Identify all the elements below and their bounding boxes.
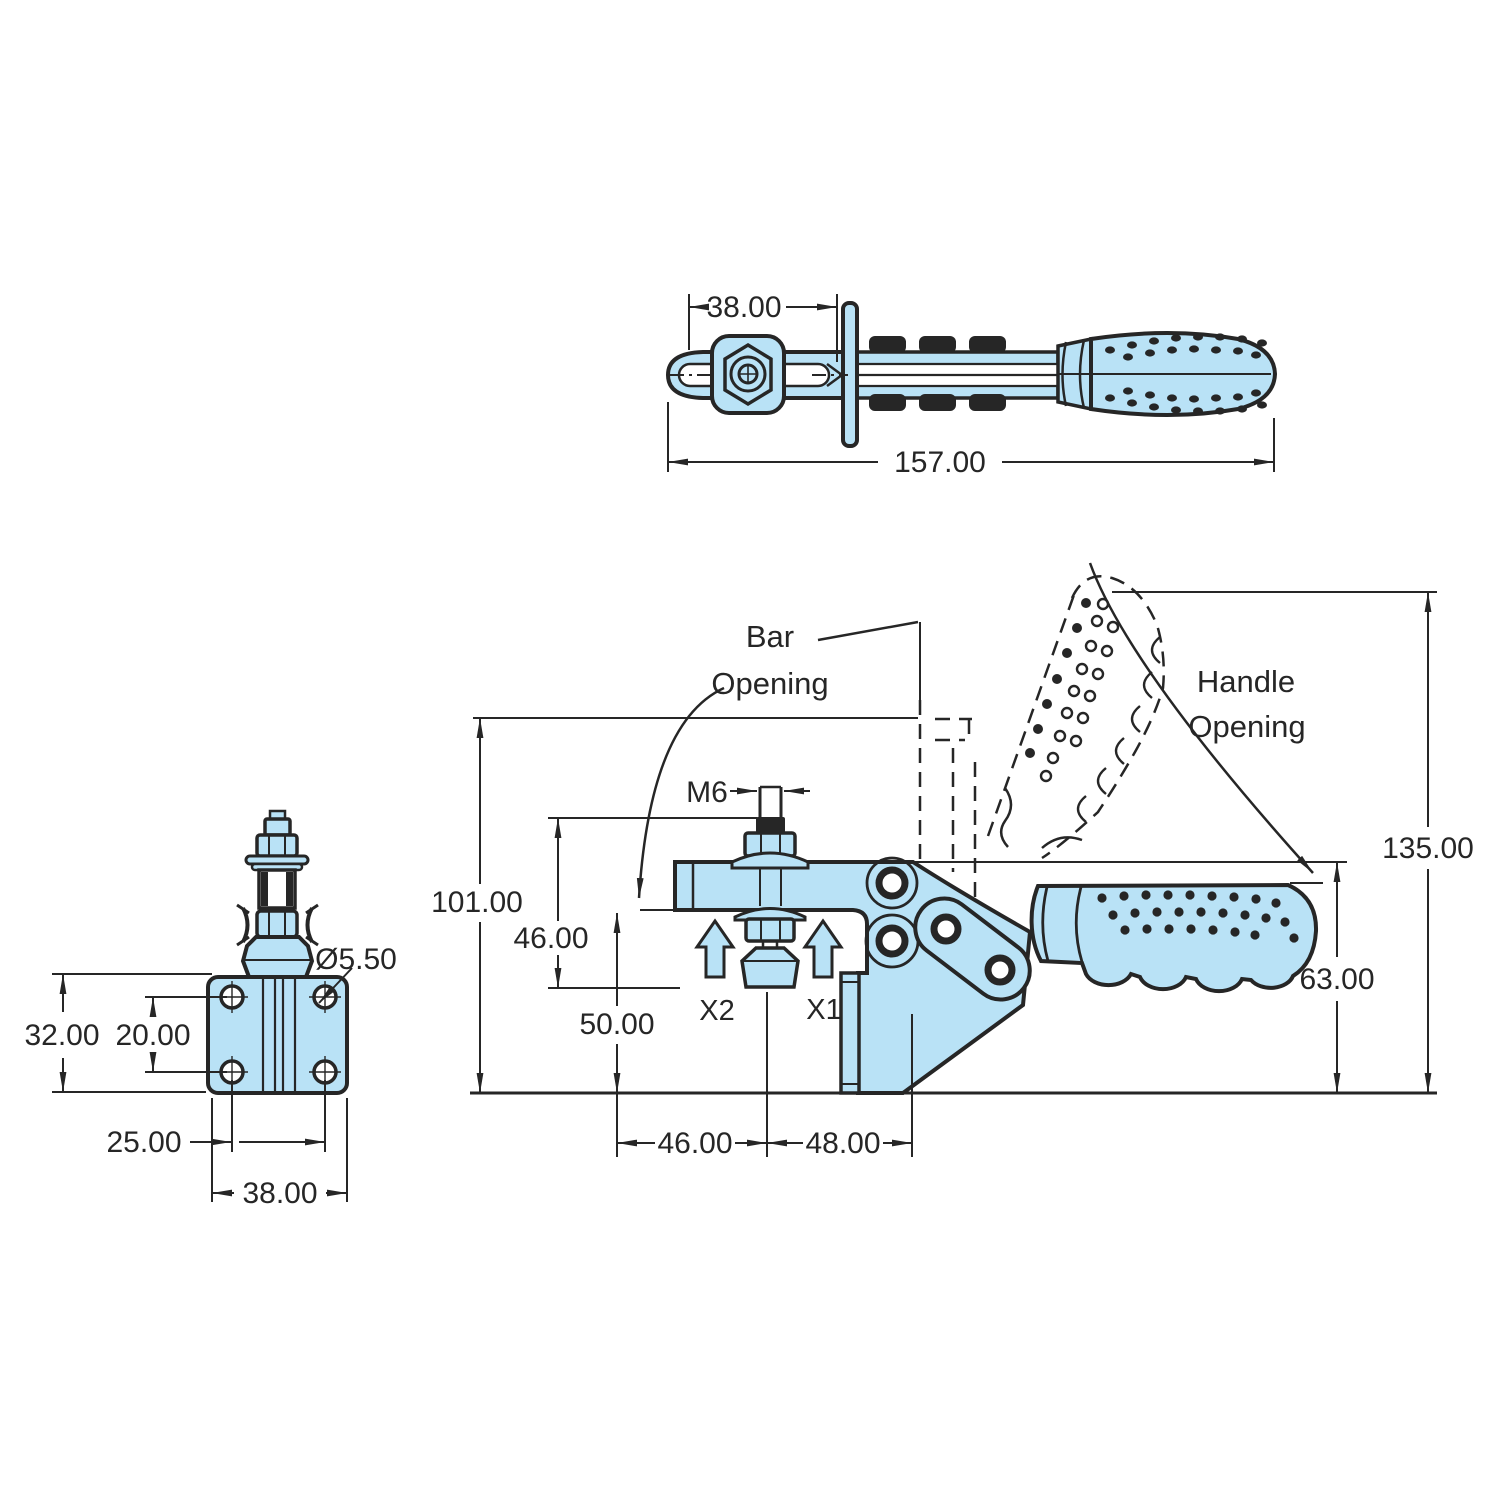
dim-bar-height: 46.00	[513, 922, 588, 955]
dim-front-hole-dia: Ø5.50	[315, 943, 397, 976]
link-pin	[930, 913, 962, 945]
top-view-handle-dimples	[1105, 333, 1267, 415]
dim-thread: M6	[686, 776, 728, 809]
front-view: 32.00 20.00 25.00 38.00 Ø5.50	[24, 809, 397, 1210]
top-view-dimensions: 38.00 157.00	[667, 291, 1275, 479]
side-view-spindle	[730, 785, 810, 989]
front-view-dimensions: 32.00 20.00 25.00 38.00 Ø5.50	[24, 943, 396, 1210]
spindle-foot	[240, 935, 315, 979]
spindle-washer-dome	[730, 851, 810, 870]
spindle-lower-nut	[255, 909, 299, 939]
handle-ferrule-curves	[1041, 886, 1084, 963]
top-view-center-cross	[739, 365, 757, 383]
bar-swing-arc-lower	[636, 686, 725, 899]
top-view: 38.00 157.00	[665, 291, 1278, 479]
dim-front-hole-spacing-v: 20.00	[115, 1019, 190, 1052]
handle-dimples	[1097, 890, 1299, 943]
front-view-bar-lines	[261, 977, 297, 1093]
dim-front-plate-height: 32.00	[24, 1019, 99, 1052]
front-view-spindle	[236, 809, 319, 979]
dim-base-height: 50.00	[579, 1008, 654, 1041]
dim-front-hole-spacing-h: 25.00	[106, 1126, 181, 1159]
dim-open-height: 135.00	[1382, 832, 1474, 865]
top-view-pads	[869, 336, 1006, 411]
link-pin	[984, 954, 1016, 986]
open-position-dashed	[918, 575, 1165, 906]
spindle-foot	[740, 946, 800, 989]
open-handle-dimples	[1025, 597, 1120, 783]
top-view-nut-circle-outer	[729, 355, 767, 393]
label-x1: X1	[806, 994, 841, 1026]
side-view: Bar Opening Handle Opening	[431, 562, 1474, 1160]
dim-top-overall-length: 157.00	[894, 446, 986, 479]
top-view-linkage-lines	[857, 362, 1058, 388]
open-handle-break-lines	[999, 787, 1083, 849]
spindle-cap	[756, 817, 785, 833]
dim-length-left: 46.00	[657, 1127, 732, 1160]
label-bar-opening-2: Opening	[711, 666, 828, 701]
dim-total-height: 101.00	[431, 886, 523, 919]
dim-length-right: 48.00	[805, 1127, 880, 1160]
force-arrow-x2	[694, 918, 736, 979]
dim-top-fork-width: 38.00	[706, 291, 781, 324]
open-spindle-dashed	[935, 717, 972, 742]
label-handle-opening-2: Opening	[1188, 709, 1305, 744]
spindle-lower-dome	[733, 907, 807, 922]
bar-swing-arc-upper	[817, 620, 919, 642]
open-handle-serrations	[1076, 636, 1161, 823]
dim-front-plate-width: 38.00	[242, 1177, 317, 1210]
spindle-cap	[263, 817, 292, 837]
label-x2: X2	[699, 995, 734, 1027]
spindle-nut	[255, 833, 299, 858]
handle-swing-arc	[1088, 562, 1314, 874]
label-handle-opening-1: Handle	[1197, 664, 1295, 699]
spindle-lower-nut	[744, 917, 796, 943]
dim-handle-height: 63.00	[1299, 963, 1374, 996]
force-arrow-x1	[802, 918, 844, 979]
pivot-hole	[875, 866, 909, 900]
side-view-dimensions: M6 101.00 46.00 50.00 46.00	[431, 592, 1474, 1160]
pivot-boss-upper	[865, 856, 919, 910]
label-bar-opening-1: Bar	[746, 619, 794, 654]
side-view-mount-plate	[839, 971, 861, 1095]
open-handle-outline	[986, 575, 1165, 860]
pivot-hole	[875, 924, 909, 958]
